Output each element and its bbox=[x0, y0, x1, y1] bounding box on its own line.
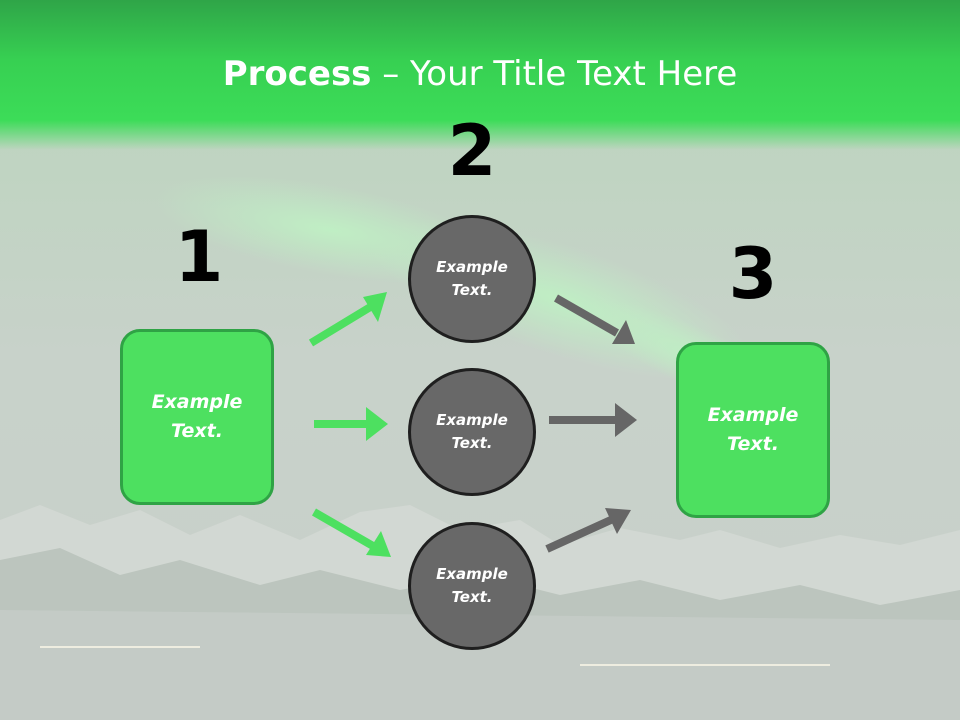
circle-bottom-text: Example Text. bbox=[436, 565, 508, 606]
step-1-text: Example Text. bbox=[151, 391, 243, 442]
circle-top[interactable]: Example Text. bbox=[408, 215, 536, 343]
arrow-green-right bbox=[314, 407, 388, 441]
circle-bottom[interactable]: Example Text. bbox=[408, 522, 536, 650]
circle-middle[interactable]: Example Text. bbox=[408, 368, 536, 496]
arrow-gray-right bbox=[549, 403, 637, 437]
title-bold: Process bbox=[222, 54, 372, 94]
circle-middle-text: Example Text. bbox=[436, 411, 508, 452]
step-number-1: 1 bbox=[174, 216, 224, 298]
step-3-text: Example Text. bbox=[707, 404, 799, 455]
step-3-box[interactable]: Example Text. bbox=[676, 342, 830, 518]
arrow-green-down bbox=[312, 508, 391, 557]
circle-top-text: Example Text. bbox=[436, 258, 508, 299]
step-1-box[interactable]: Example Text. bbox=[120, 329, 274, 505]
step-number-3: 3 bbox=[728, 233, 778, 315]
title-rest: – Your Title Text Here bbox=[371, 54, 738, 94]
title-band bbox=[0, 0, 960, 150]
arrow-gray-up bbox=[545, 508, 631, 553]
page-title: Process – Your Title Text Here bbox=[0, 52, 960, 96]
step-number-2: 2 bbox=[447, 110, 497, 192]
arrow-green-up bbox=[308, 292, 387, 347]
arrow-gray-down bbox=[554, 294, 635, 344]
